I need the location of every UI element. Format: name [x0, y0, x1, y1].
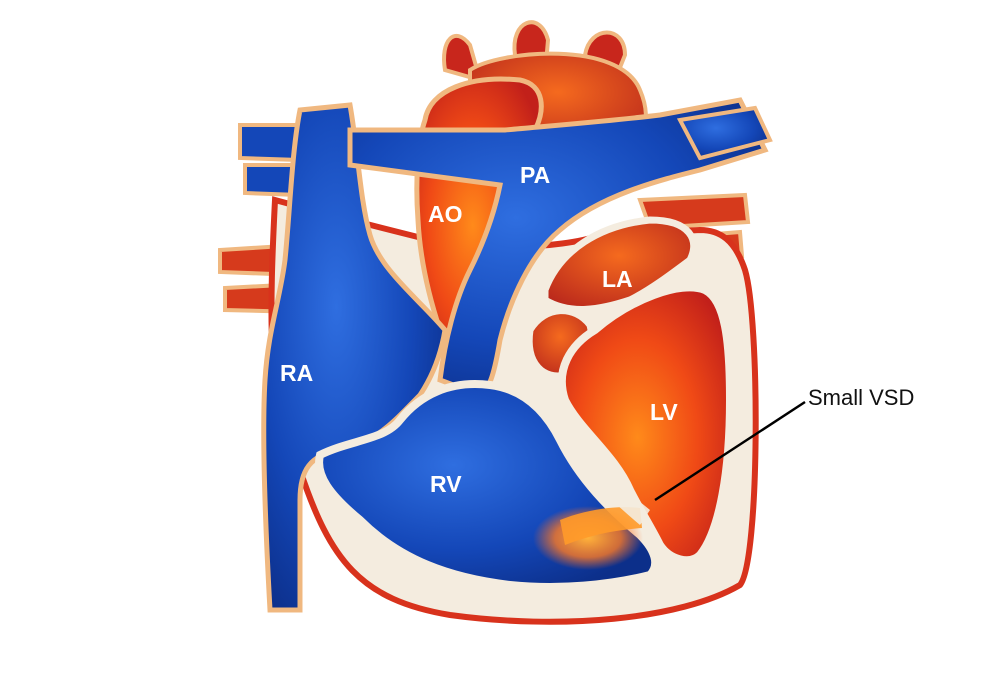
left-ventricle	[557, 283, 735, 565]
interventricular-septum	[560, 435, 650, 525]
label-rv: RV	[430, 471, 462, 497]
label-pa: PA	[520, 162, 550, 188]
label-la: LA	[602, 266, 633, 292]
vsd-shunt-flare	[533, 506, 643, 570]
callout-small-vsd: Small VSD	[808, 385, 914, 410]
label-ra: RA	[280, 360, 313, 386]
pulmonary-artery-branch-right	[676, 105, 773, 161]
left-atrium	[541, 216, 698, 313]
label-ao: AO	[428, 201, 463, 227]
pulmonary-artery	[347, 97, 769, 398]
callout-line	[654, 400, 806, 502]
label-lv: LV	[650, 399, 678, 425]
